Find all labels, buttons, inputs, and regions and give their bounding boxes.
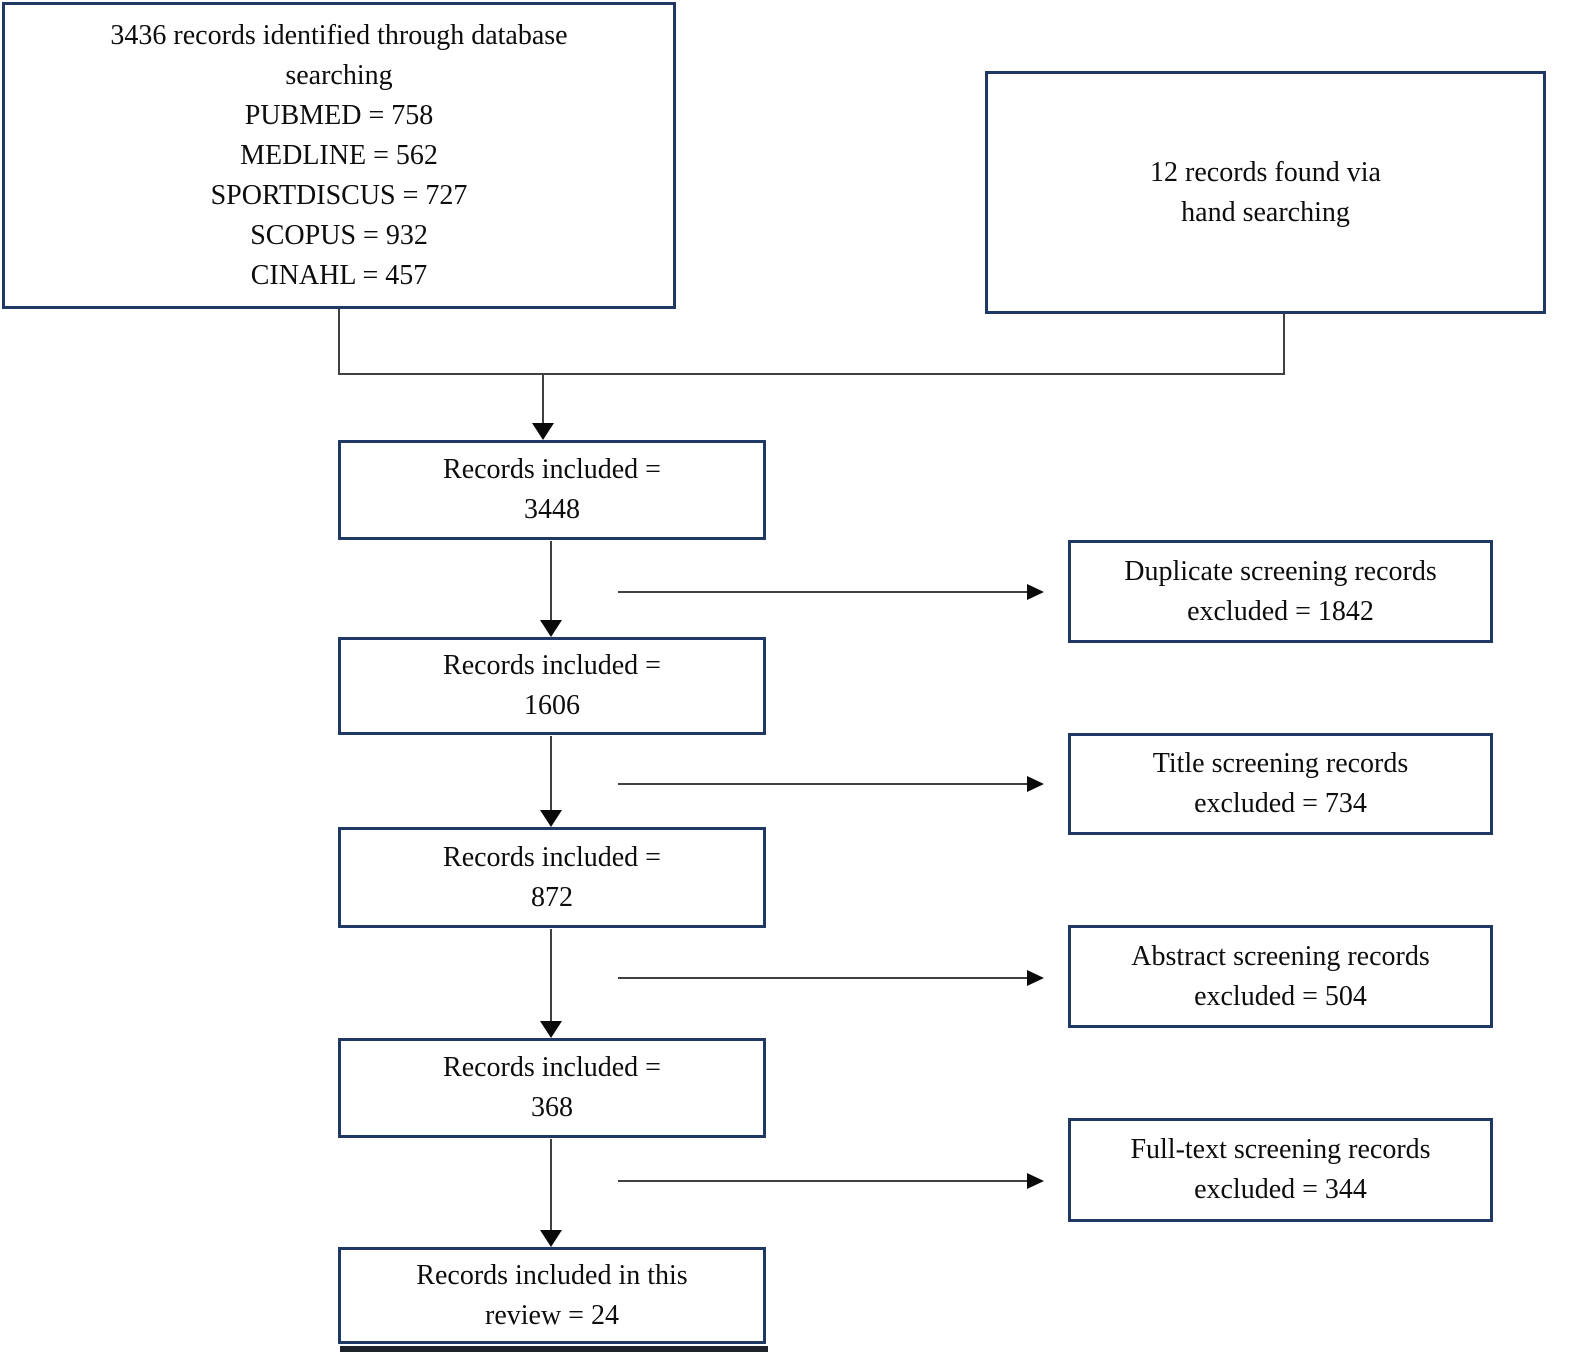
box-text-line: 3448 (524, 494, 580, 525)
arrow-872-to-368 (540, 929, 562, 1038)
box-records-included-review: Records included in this review = 24 (338, 1247, 766, 1344)
box-text-line: review = 24 (485, 1299, 619, 1331)
box-text-line: 1606 (524, 690, 580, 721)
box-text-line: PUBMED = 758 (244, 99, 434, 131)
arrow-1606-to-872 (540, 736, 562, 827)
box-text-line: SPORTDISCUS = 727 (210, 179, 468, 211)
arrow-to-fulltext-excluded (618, 1173, 1044, 1189)
cropped-bottom-bar (340, 1346, 768, 1352)
box-abstract-screening-excluded: Abstract screening records excluded = 50… (1068, 925, 1493, 1028)
box-text-line: MEDLINE = 562 (240, 139, 438, 171)
box-text-line: SCOPUS = 932 (250, 219, 428, 251)
box-text-line: excluded = 1842 (1187, 595, 1374, 627)
arrow-to-duplicate-excluded (618, 584, 1044, 600)
arrow-to-abstract-excluded (618, 970, 1044, 986)
arrow-368-to-review (540, 1139, 562, 1247)
box-title-screening-excluded: Title screening records excluded = 734 (1068, 733, 1493, 835)
box-text-line: 368 (531, 1092, 573, 1123)
box-records-included-872: Records included = 872 (338, 827, 766, 928)
box-fulltext-screening-excluded: Full-text screening records excluded = 3… (1068, 1118, 1493, 1222)
box-text-line: hand searching (1181, 196, 1350, 228)
box-records-included-3448: Records included = 3448 (338, 440, 766, 540)
box-database-search: 3436 records identified through database… (2, 2, 676, 309)
box-text-line: Title screening records (1152, 748, 1409, 779)
box-text-line: excluded = 344 (1194, 1174, 1367, 1205)
box-text-line: CINAHL = 457 (250, 259, 428, 291)
box-text-line: excluded = 504 (1194, 980, 1367, 1012)
box-text-line: 12 records found via (1150, 156, 1381, 188)
box-duplicate-screening-excluded: Duplicate screening records excluded = 1… (1068, 540, 1493, 643)
merge-connector (338, 308, 1285, 440)
box-text-line: searching (285, 59, 393, 91)
box-text-line: Records included = (443, 1052, 661, 1083)
box-text-line: Full-text screening records (1130, 1134, 1431, 1165)
box-text-line: Records included in this (416, 1259, 688, 1291)
box-records-included-1606: Records included = 1606 (338, 637, 766, 735)
box-text-line: Records included = (443, 841, 661, 873)
box-text-line: Records included = (443, 650, 661, 681)
box-records-included-368: Records included = 368 (338, 1038, 766, 1138)
box-hand-search: 12 records found via hand searching (985, 71, 1546, 314)
box-text-line: 3436 records identified through database (110, 19, 568, 51)
box-text-line: Duplicate screening records (1124, 555, 1437, 587)
box-text-line: excluded = 734 (1194, 788, 1367, 819)
arrow-to-title-excluded (618, 776, 1044, 792)
box-text-line: Records included = (443, 454, 661, 485)
box-text-line: Abstract screening records (1131, 940, 1430, 972)
box-text-line: 872 (531, 881, 573, 913)
arrow-3448-to-1606 (540, 541, 562, 637)
